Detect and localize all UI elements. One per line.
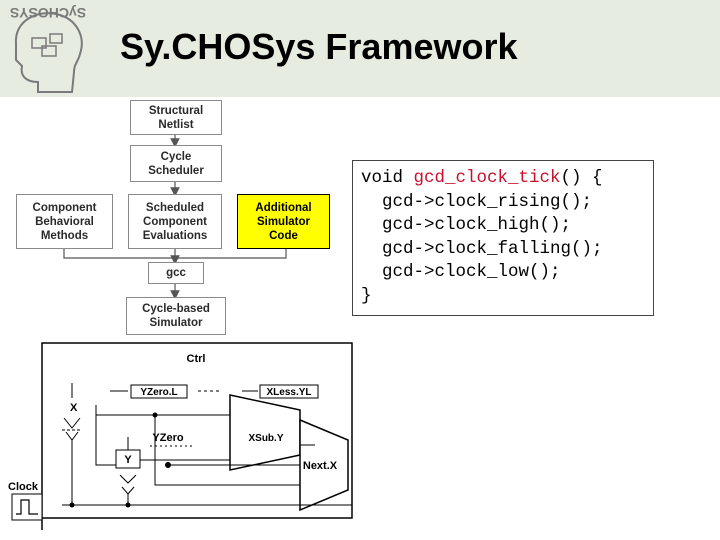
x-register-triangle: [63, 417, 81, 429]
logo-text: SyCHOSYS: [10, 5, 86, 21]
code-line1-suffix: () {: [560, 168, 603, 188]
circuit-border: [41, 342, 353, 519]
xlessyl-box: [259, 384, 319, 399]
y-register-triangle: [119, 474, 137, 484]
code-function-name: gcd_clock_tick: [413, 168, 561, 188]
structural-netlist-box: Structural Netlist: [130, 100, 222, 135]
y-register-chevron: [121, 486, 135, 495]
mux-shape: [299, 418, 349, 512]
code-line-4: gcd->clock_falling();: [361, 238, 603, 259]
x-register-chevron: [65, 431, 79, 441]
xlessyl-label: XLess.YL: [266, 387, 311, 398]
code-block: void gcd_clock_tick() { gcd->clock_risin…: [352, 160, 654, 316]
code-keyword: void: [361, 168, 414, 188]
nextx-label: Next.X: [303, 460, 338, 472]
scheduled-component-evaluations-box: Scheduled Component Evaluations: [128, 194, 222, 249]
cycle-based-simulator-box: Cycle-based Simulator: [126, 297, 226, 335]
clock-waveform-icon: [16, 499, 38, 515]
yzerol-box: [130, 384, 188, 399]
additional-simulator-code-box: Additional Simulator Code: [237, 194, 330, 249]
ctrl-label: Ctrl: [187, 353, 206, 365]
code-line-2: gcd->clock_rising();: [361, 191, 593, 212]
wire-x-to-mux: [154, 415, 300, 486]
cycle-scheduler-box: Cycle Scheduler: [130, 145, 222, 182]
gcc-box: gcc: [148, 262, 204, 284]
y-label: Y: [124, 454, 132, 466]
clock-symbol-box: [11, 493, 43, 521]
x-label: X: [70, 402, 78, 414]
component-behavioral-methods-box: Component Behavioral Methods: [16, 194, 113, 249]
wire-x-to-y: [95, 405, 116, 466]
y-register-box: [115, 449, 141, 469]
code-line-5: gcd->clock_low();: [361, 262, 561, 282]
header-band: [0, 0, 720, 97]
clock-label: Clock: [8, 481, 39, 493]
code-line-6: }: [361, 285, 372, 306]
yzero-label: YZero: [152, 432, 183, 444]
page-title: Sy.CHOSys Framework: [120, 26, 518, 67]
sychosys-logo-icon: SyCHOSYS: [10, 5, 86, 93]
yzerol-label: YZero.L: [140, 387, 177, 398]
xsuby-label: XSub.Y: [248, 433, 283, 444]
code-line-3: gcd->clock_high();: [361, 215, 572, 235]
junction-x: [152, 412, 158, 418]
